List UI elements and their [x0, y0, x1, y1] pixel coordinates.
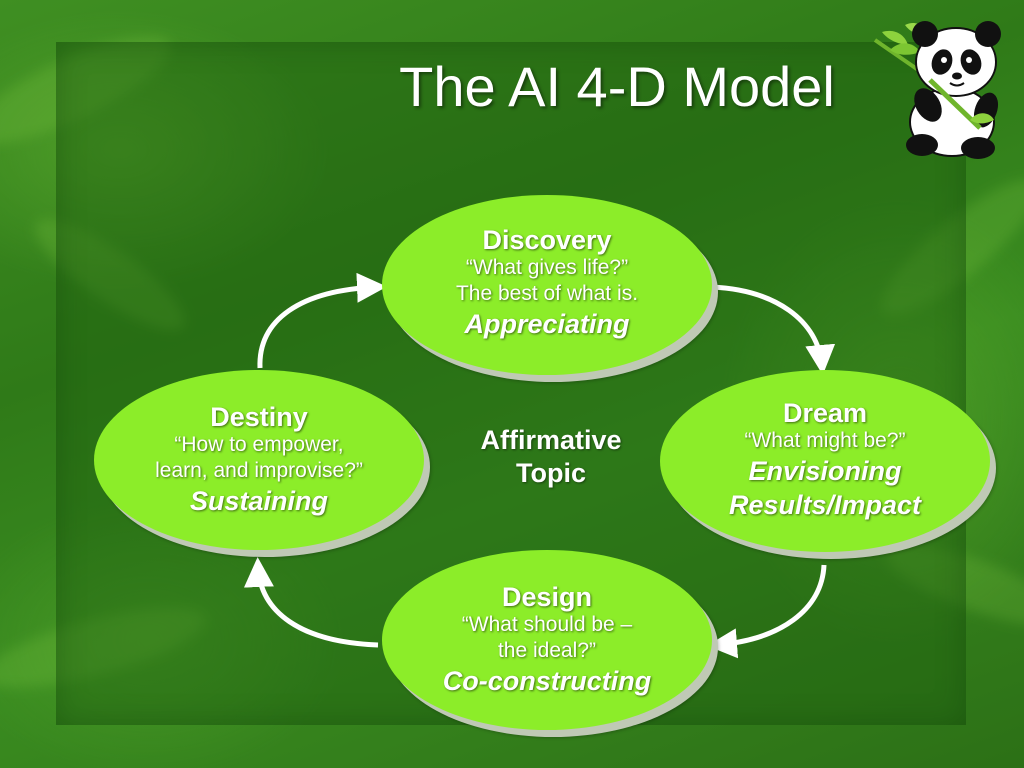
- node-dream-question: “What might be?”: [744, 429, 906, 452]
- node-discovery: Discovery “What gives life?” The best of…: [382, 195, 712, 375]
- node-destiny-heading: Destiny: [210, 402, 308, 432]
- center-topic: Affirmative Topic: [448, 424, 654, 490]
- node-dream: Dream “What might be?” Envisioning Resul…: [660, 370, 990, 552]
- node-discovery-question: “What gives life?”: [465, 256, 629, 279]
- node-dream-action: Envisioning: [748, 456, 902, 486]
- node-discovery-heading: Discovery: [482, 225, 612, 255]
- node-discovery-action: Appreciating: [464, 309, 630, 339]
- node-destiny-question-2: learn, and improvise?”: [155, 459, 363, 482]
- node-dream-action-2: Results/Impact: [728, 490, 922, 520]
- node-discovery-subtext: The best of what is.: [455, 282, 639, 305]
- node-dream-heading: Dream: [782, 398, 868, 428]
- node-design-question-2: the ideal?”: [497, 639, 597, 662]
- slide-title: The AI 4-D Model: [399, 55, 835, 118]
- panda-with-bamboo-icon: [873, 21, 1001, 159]
- node-destiny: Destiny “How to empower, learn, and impr…: [94, 370, 424, 550]
- node-design: Design “What should be – the ideal?” Co-…: [382, 550, 712, 730]
- center-topic-line-1: Affirmative: [480, 425, 622, 455]
- node-design-heading: Design: [501, 582, 593, 612]
- center-topic-line-2: Topic: [516, 458, 586, 488]
- node-destiny-action: Sustaining: [189, 486, 328, 516]
- node-design-action: Co-constructing: [442, 666, 652, 696]
- node-design-question: “What should be –: [461, 613, 633, 636]
- node-destiny-question: “How to empower,: [174, 433, 344, 456]
